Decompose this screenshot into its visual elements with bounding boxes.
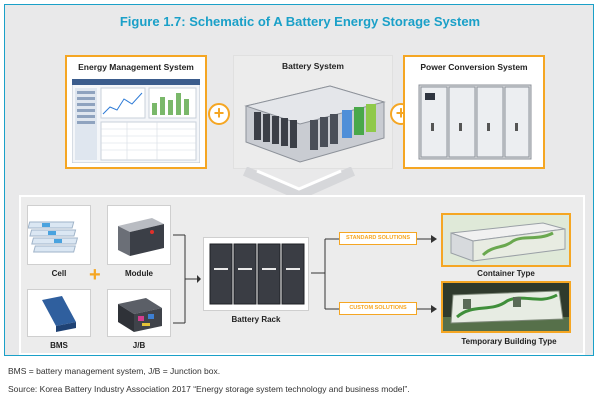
cell-label: Cell <box>51 269 67 278</box>
footnote-abbreviations: BMS = battery management system, J/B = J… <box>8 366 221 376</box>
temporary-building-label: Temporary Building Type <box>461 337 557 346</box>
figure-title: Figure 1.7: Schematic of A Battery Energ… <box>119 14 481 29</box>
bms-panel <box>27 289 91 337</box>
footnote-source: Source: Korea Battery Industry Associati… <box>8 384 410 394</box>
pcs-panel: Power Conversion System <box>403 55 545 169</box>
bms-illustration <box>42 296 76 332</box>
bottom-section: Cell + Module BMS <box>19 195 585 355</box>
ems-panel: Energy Management System <box>65 55 207 169</box>
battery-system-panel: Battery System <box>233 55 393 169</box>
pcs-label: Power Conversion System <box>420 62 528 72</box>
bms-label: BMS <box>50 341 68 350</box>
custom-solutions-tag: CUSTOM SOLUTIONS <box>339 302 417 315</box>
battery-rack-panel <box>203 237 309 311</box>
module-panel <box>107 205 171 265</box>
pcs-cabinet-illustration <box>418 84 532 160</box>
container-type-panel <box>441 213 571 267</box>
battery-container-illustration <box>244 85 386 163</box>
container-illustration <box>443 215 569 265</box>
battery-system-label: Battery System <box>282 61 344 71</box>
jb-panel <box>107 289 171 337</box>
plus-icon: + <box>89 264 101 286</box>
ems-screenshot <box>72 79 200 163</box>
temporary-building-illustration <box>443 283 569 331</box>
module-label: Module <box>125 269 153 278</box>
module-illustration <box>118 218 164 256</box>
ems-label: Energy Management System <box>78 62 194 72</box>
plus-icon: + <box>208 103 230 125</box>
cell-panel <box>27 205 91 265</box>
jb-label: J/B <box>132 341 146 350</box>
container-type-label: Container Type <box>477 269 535 278</box>
figure-frame: Figure 1.7: Schematic of A Battery Energ… <box>4 4 594 356</box>
temporary-building-panel <box>441 281 571 333</box>
merge-arrow <box>173 234 201 324</box>
standard-solutions-tag: STANDARD SOLUTIONS <box>339 232 417 245</box>
battery-rack-illustration <box>209 243 305 305</box>
battery-rack-label: Battery Rack <box>231 315 281 324</box>
jb-illustration <box>118 298 162 332</box>
cell-illustration <box>27 221 79 253</box>
